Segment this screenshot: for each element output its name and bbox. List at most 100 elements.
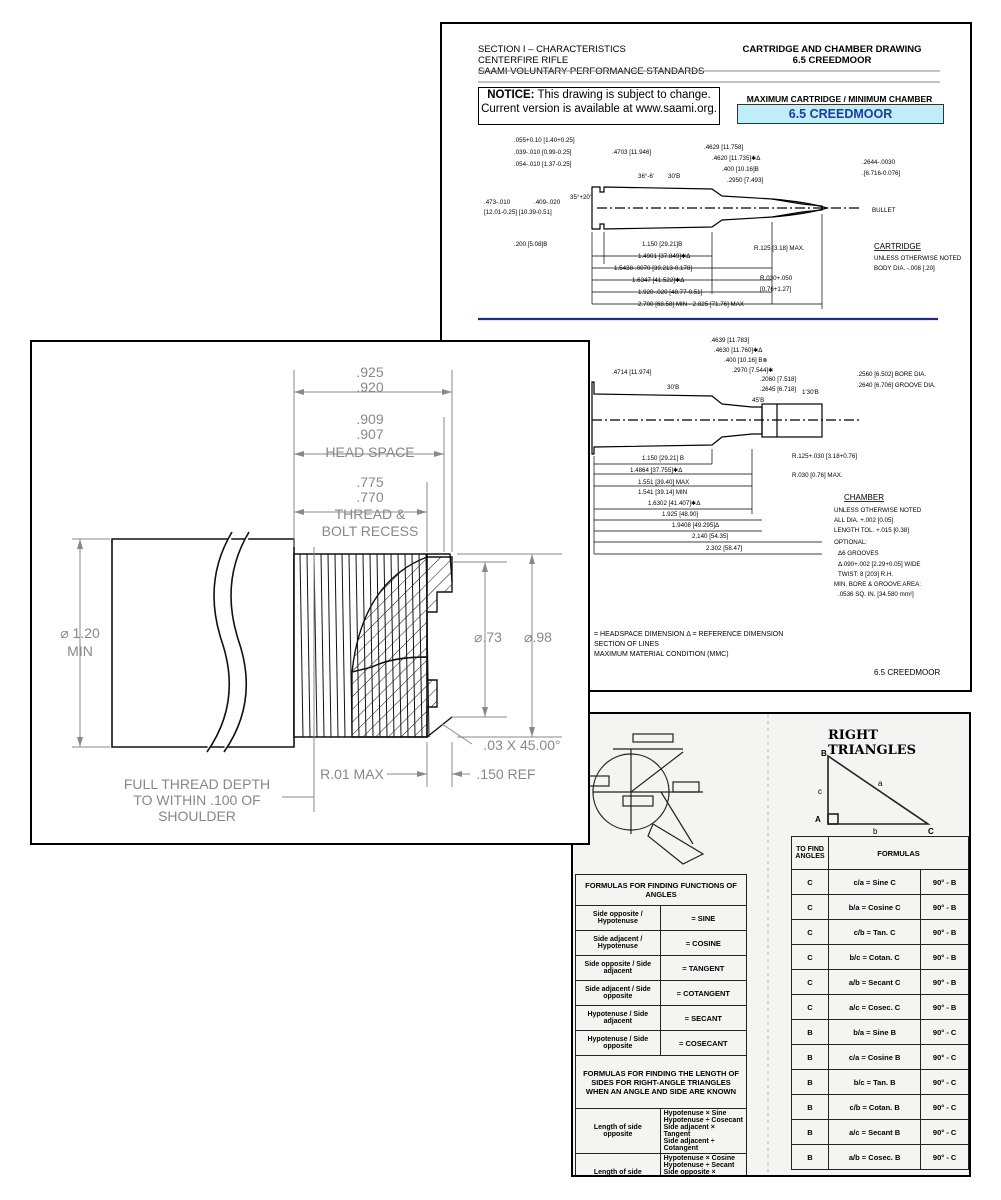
dimension-label: .2950 [7.493] <box>727 177 763 184</box>
table-cell: 90° - B <box>920 969 969 995</box>
dimension-label: 1.541 [39.14] MIN <box>638 489 687 496</box>
dimension-label: 1.9408 [49.295]Δ <box>672 522 719 529</box>
table-cell: C <box>791 994 829 1020</box>
dimension-label: .2970 [7.544]✱ <box>732 367 773 374</box>
table-cell: = COSECANT <box>659 1030 748 1056</box>
dimension-label: 1.5438-.0070 [39.213-0.178] <box>614 265 692 272</box>
table-row: Hypotenuse / Side opposite= COSECANT <box>575 1030 748 1056</box>
dimension-label: BULLET <box>872 207 896 214</box>
table-cell: Side opposite / Side adjacent <box>575 955 661 981</box>
dimension-label: Δ.090+.002 [2.29+0.05] WIDE <box>838 561 921 568</box>
notice-label: NOTICE: <box>487 89 535 101</box>
chamfer-label: .03 X 45.00° <box>483 737 560 753</box>
dimension-label: MIN. BORE & GROOVE AREA: <box>834 581 921 588</box>
dimension-label: .473-.010 <box>484 199 511 206</box>
thread-line <box>341 553 346 738</box>
table-cell: B <box>791 1019 829 1045</box>
table-row: Side adjacent / Side opposite= COTANGENT <box>575 980 748 1006</box>
table-cell: c/a = Cosine B <box>827 1044 922 1070</box>
thread-note-3: SHOULDER <box>158 808 236 824</box>
dimension-label: UNLESS OTHERWISE NOTED <box>834 507 922 514</box>
chamber-section-svg: .925 .920 .909 .907 HEAD SPACE .775 .770… <box>60 364 562 824</box>
diameter-98: ⌀.98 <box>524 629 552 645</box>
table-header-cell: FORMULAS <box>828 836 969 870</box>
cartridge-chamber-svg: .055+0.10 [1.40+0.25].039-.010 [0.99-0.2… <box>478 137 962 677</box>
table-cell: B <box>791 1119 829 1145</box>
dimension-label: CARTRIDGE <box>874 242 921 251</box>
table-cell: B <box>791 1094 829 1120</box>
table-header-cell: TO FIND ANGLES <box>791 836 829 870</box>
dimension-geometry <box>72 370 562 812</box>
saami-header-right: CARTRIDGE AND CHAMBER DRAWING 6.5 CREEDM… <box>732 44 932 66</box>
header-line: SECTION I – CHARACTERISTICS <box>478 44 626 55</box>
notice-box: NOTICE: This drawing is subject to chang… <box>478 87 720 125</box>
table-cell: C <box>791 919 829 945</box>
chamber-outline <box>591 381 862 455</box>
table-cell: c/b = Cotan. B <box>827 1094 922 1120</box>
dimension-label: 30'B <box>667 384 679 391</box>
dimension-label: [12.01-0.25] [10.39-0.51] <box>484 209 552 216</box>
dimension-label: .400 [10.16]B <box>722 166 759 173</box>
body-diameter: ⌀ 1.20 <box>60 625 100 641</box>
dimension-label: .054-.010 [1.37-0.25] <box>514 161 572 168</box>
table-cell: b/a = Cosine C <box>827 894 922 920</box>
dimension-label: [0.76+1.27] <box>760 286 791 293</box>
caliber-box: 6.5 CREEDMOOR <box>737 104 944 124</box>
header-line: CENTERFIRE RIFLE <box>478 55 569 66</box>
thread-label-1: THREAD & <box>335 506 406 522</box>
table-cell: 90° - C <box>920 1019 969 1045</box>
overall-length-bottom: .920 <box>356 379 383 395</box>
chamber-dimension-labels: .4639 [11.783].4630 [11.760]✱Δ.400 [10.1… <box>612 337 936 598</box>
table-cell: C <box>791 969 829 995</box>
side-b-label: b <box>873 827 878 836</box>
table-cell: = SINE <box>659 905 748 931</box>
dimension-label: 1.6347 [41.522]✱Δ <box>632 277 684 284</box>
dimension-label: MAXIMUM MATERIAL CONDITION (MMC) <box>594 651 729 658</box>
dimension-label: .055+0.10 [1.40+0.25] <box>514 137 575 144</box>
dimension-label: 30'B <box>668 173 680 180</box>
table-cell: a/c = Secant B <box>827 1119 922 1145</box>
dimension-label: 45'B <box>752 397 764 404</box>
table-cell: Side adjacent / Hypotenuse <box>575 930 661 956</box>
dimension-label: .2645 [6.718] <box>760 386 796 393</box>
table-row: Side opposite / Hypotenuse= SINE <box>575 905 748 931</box>
table-cell: 90° - C <box>920 1094 969 1120</box>
table-row: Hypotenuse / Side adjacent= SECANT <box>575 1005 748 1031</box>
thread-line <box>334 553 339 738</box>
dimension-label: 35°+20' <box>570 194 591 201</box>
table-cell: a/b = Cosec. B <box>827 1144 922 1170</box>
table-row: FORMULAS FOR FINDING THE LENGTH OF SIDES… <box>575 1055 747 1109</box>
dimension-label: .4703 [11.946] <box>612 149 651 156</box>
body-diameter-min: MIN <box>67 643 93 659</box>
dimension-label: .[6.716-0.076] <box>862 170 900 177</box>
radius-label: R.01 MAX <box>320 766 384 782</box>
header-rules <box>478 70 940 83</box>
table-cell: C <box>791 869 829 895</box>
thread-line <box>320 553 325 738</box>
dimension-label: ALL DIA. +.002 [0.05] <box>834 517 893 524</box>
dimension-arrows <box>77 389 535 777</box>
dimension-label: R.030 [0.76] MAX. <box>792 472 843 479</box>
dimension-label: LENGTH TOL. +.015 [0.38] <box>834 527 909 534</box>
dimension-label: 1.925 [48.90] <box>662 511 698 518</box>
table-cell: Side opposite / Hypotenuse <box>575 905 661 931</box>
notice-text-2: Current version is available at www.saam… <box>481 103 717 115</box>
dimension-label: R.030+.050 <box>760 275 793 282</box>
dimension-label: 1.4901 [37.849]✱Δ <box>638 253 690 260</box>
dimension-label: 2.302 [58.47] <box>706 545 742 552</box>
header-line: 6.5 CREEDMOOR <box>792 55 872 66</box>
table-cell: 90° - B <box>920 944 969 970</box>
chamber-labels: .925 .920 .909 .907 HEAD SPACE .775 .770… <box>60 364 560 824</box>
table-cell: Hypotenuse / Side adjacent <box>575 1005 661 1031</box>
table-cell: C <box>791 894 829 920</box>
